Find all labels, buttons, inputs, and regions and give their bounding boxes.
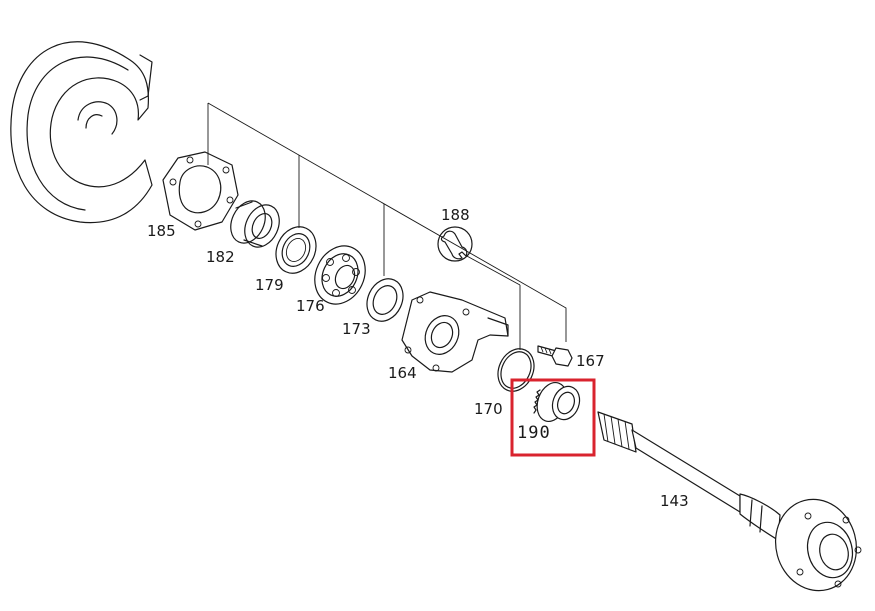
- seal-ring-176: [275, 226, 317, 274]
- snap-ring-170: [497, 348, 535, 392]
- label-190: 190: [517, 423, 551, 443]
- label-182: 182: [206, 248, 235, 266]
- label-188: 188: [441, 206, 470, 224]
- backing-plate-185: [10, 41, 153, 224]
- label-176: 176: [296, 297, 325, 315]
- bearing-housing-164: [401, 291, 509, 373]
- label-173: 173: [342, 320, 371, 338]
- highlight-box-190: [510, 378, 596, 457]
- axle-shaft-143: [597, 411, 862, 592]
- label-185: 185: [147, 222, 176, 240]
- seal-ring-near-bearing: [366, 278, 404, 322]
- flange-plate-182: [162, 151, 239, 231]
- label-170: 170: [474, 400, 503, 418]
- label-167: 167: [576, 352, 605, 370]
- bolt-167: [537, 345, 573, 367]
- label-179: 179: [255, 276, 284, 294]
- label-143: 143: [660, 492, 689, 510]
- bearing-173: [314, 245, 366, 305]
- leader-lines: [207, 102, 567, 350]
- collar-179: [230, 200, 280, 248]
- spline-gear-190: [533, 382, 581, 422]
- label-164: 164: [388, 364, 417, 382]
